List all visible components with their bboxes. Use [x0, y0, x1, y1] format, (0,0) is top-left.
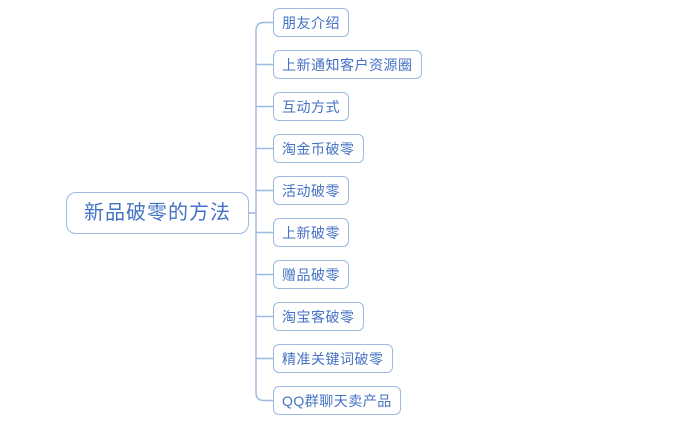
branch-node-label: QQ群聊天卖产品 — [282, 392, 392, 409]
branch-node[interactable]: QQ群聊天卖产品 — [273, 386, 401, 415]
branch-node[interactable]: 赠品破零 — [273, 260, 349, 289]
branch-node[interactable]: 精准关键词破零 — [273, 344, 393, 373]
branch-node-label: 赠品破零 — [282, 266, 340, 283]
connector-spine — [255, 21, 274, 402]
branch-node[interactable]: 互动方式 — [273, 92, 349, 121]
branch-node[interactable]: 淘宝客破零 — [273, 302, 364, 331]
root-node-label: 新品破零的方法 — [84, 202, 231, 224]
branch-node[interactable]: 上新通知客户资源圈 — [273, 50, 422, 79]
branch-node[interactable]: 上新破零 — [273, 218, 349, 247]
branch-node[interactable]: 淘金币破零 — [273, 134, 364, 163]
branch-node-label: 上新通知客户资源圈 — [282, 56, 413, 73]
root-node[interactable]: 新品破零的方法 — [66, 192, 249, 234]
branch-node[interactable]: 朋友介绍 — [273, 8, 349, 37]
branch-node-label: 活动破零 — [282, 182, 340, 199]
branch-node-label: 精准关键词破零 — [282, 350, 384, 367]
branch-node-label: 上新破零 — [282, 224, 340, 241]
branch-node-label: 淘宝客破零 — [282, 308, 355, 325]
branch-node-label: 淘金币破零 — [282, 140, 355, 157]
branch-node-label: 朋友介绍 — [282, 14, 340, 31]
branch-node-label: 互动方式 — [282, 98, 340, 115]
branch-node[interactable]: 活动破零 — [273, 176, 349, 205]
